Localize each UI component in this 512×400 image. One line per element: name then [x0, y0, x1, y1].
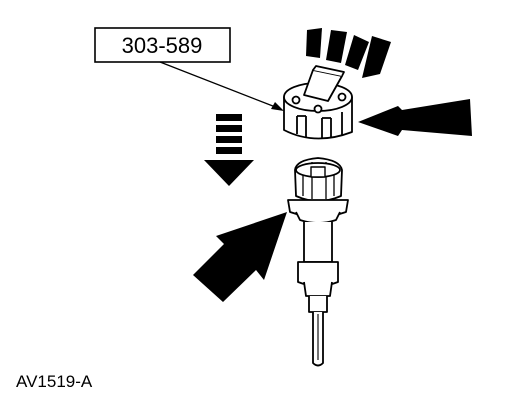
- rotate-arrow-icon: [306, 28, 391, 78]
- leader-line: [159, 61, 279, 109]
- sensor-assembly: [287, 157, 349, 367]
- pointer-arrow-icon: [193, 212, 287, 302]
- tool-callout: 303-589: [94, 27, 284, 111]
- leader-arrowhead: [271, 102, 284, 111]
- push-arrow-icon: [358, 99, 472, 136]
- figure-code-label: AV1519-A: [16, 372, 93, 391]
- tool-number-label: 303-589: [122, 33, 203, 58]
- special-tool-socket: [283, 65, 353, 140]
- down-arrow-icon: [204, 114, 254, 186]
- tool-callout-box: [94, 27, 231, 63]
